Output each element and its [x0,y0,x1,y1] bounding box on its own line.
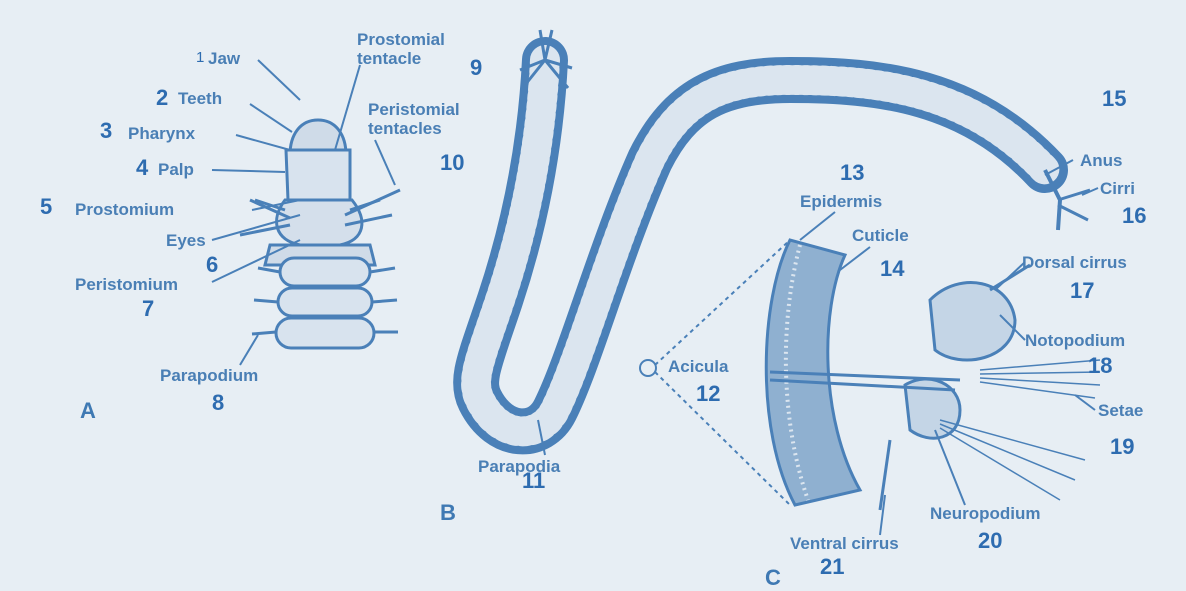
label-number-4: 4 [136,157,148,179]
label-number-2: 2 [156,87,168,109]
figure-a-anterior-end [240,120,400,348]
leader-palp [212,170,285,172]
label-number-10: 10 [440,152,464,174]
figure-c-cross-section [766,240,1100,510]
label-ventral-cirrus: Ventral cirrus [790,535,899,552]
label-peristomial-tentacles: Peristomial tentacles [368,100,508,138]
label-number-21: 21 [820,556,844,578]
label-number-3: 3 [100,120,112,142]
label-acicula: Acicula [668,358,728,375]
segment-3 [276,318,374,348]
label-number-11: 11 [522,470,545,492]
label-jaw: Jaw [208,50,240,67]
panel-letter-c: C [765,565,781,591]
leader-parapodium [240,335,258,365]
label-palp: Palp [158,161,194,178]
leader-pharynx [236,135,290,150]
label-number-14: 14 [880,258,904,280]
label-number-5: 5 [40,196,52,218]
label-number-7: 7 [142,298,154,320]
setae-lower [940,420,1085,500]
label-number-17: 17 [1070,280,1094,302]
label-number-13: 13 [840,162,864,184]
leader-epidermis [800,212,835,240]
label-number-6: 6 [206,254,218,276]
label-setae: Setae [1098,402,1143,419]
label-number-12: 12 [696,383,720,405]
label-notopodium: Notopodium [1025,332,1125,349]
label-number-9: 9 [470,57,482,79]
label-number-20: 20 [978,530,1002,552]
label-eyes: Eyes [166,232,206,249]
leader-neuropodium [935,430,965,505]
label-cuticle: Cuticle [852,227,909,244]
label-dorsal-cirrus: Dorsal cirrus [1022,254,1127,271]
leader-jaw [258,60,300,100]
leader-teeth [250,104,292,132]
leader-peristomial-tentacles [375,140,395,185]
leader-dorsal-cirrus [995,262,1025,290]
pharynx-outline [286,150,350,200]
label-anus: Anus [1080,152,1123,169]
section-marker [640,360,656,376]
segment-2 [278,288,372,316]
label-number-15: 15 [1102,88,1126,110]
label-teeth: Teeth [178,90,222,107]
label-pharynx: Pharynx [128,125,195,142]
segment-1 [280,258,370,286]
label-number-8: 8 [212,392,224,414]
label-parapodia: Parapodia [478,458,560,475]
label-cirri: Cirri [1100,180,1135,197]
label-peristomium: Peristomium [75,276,178,293]
prostomium-outline [277,200,362,245]
label-epidermis: Epidermis [800,193,882,210]
label-prostomium: Prostomium [75,201,174,218]
notopodium-lobe [930,283,1015,360]
label-number-19: 19 [1110,436,1134,458]
label-number-18: 18 [1088,355,1112,377]
panel-letter-a: A [80,398,96,424]
label-number-1: 1 [196,50,204,65]
label-neuropodium: Neuropodium [930,505,1041,522]
label-number-16: 16 [1122,205,1146,227]
label-parapodium: Parapodium [160,367,258,384]
setae-upper [980,360,1100,398]
leader-prostomial-tentacle [335,65,360,150]
panel-letter-b: B [440,500,456,526]
